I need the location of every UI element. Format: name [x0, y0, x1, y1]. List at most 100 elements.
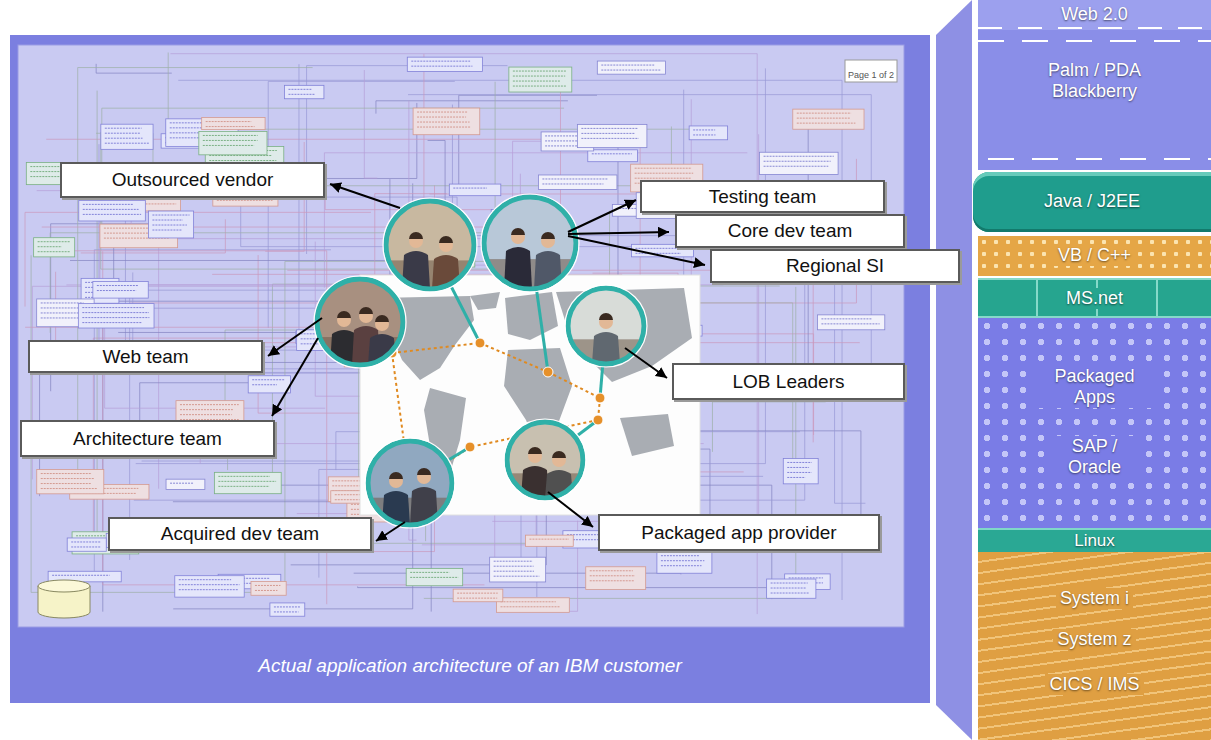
tiny-text-mark [41, 488, 98, 489]
system-box [79, 200, 146, 221]
system-box [214, 472, 281, 493]
person-hair [541, 232, 555, 239]
tiny-text-mark [494, 561, 533, 562]
person-hair [337, 311, 351, 318]
location-dot [593, 415, 603, 425]
tiny-text-mark [288, 89, 311, 90]
layer-name: System z [1053, 629, 1135, 650]
tiny-text-mark [38, 251, 71, 252]
tiny-text-mark [411, 61, 470, 62]
tiny-text-mark [494, 566, 534, 567]
team-photo [484, 197, 576, 305]
person-hair [375, 315, 389, 322]
photo-ring-outer [314, 276, 406, 368]
team-label-box: Architecture team [20, 420, 275, 457]
tiny-text-mark [52, 575, 110, 576]
team-label: Acquired dev team [161, 523, 319, 545]
tiny-text-mark [764, 156, 834, 157]
system-box [793, 109, 864, 129]
tiny-text-mark [252, 379, 284, 380]
architecture-panel [18, 45, 904, 627]
tiny-text-mark [252, 384, 277, 385]
team-label-box: Regional SI [710, 249, 960, 283]
tiny-text-mark [105, 133, 141, 134]
team-label: Testing team [709, 186, 817, 208]
tiny-text-mark [124, 198, 171, 199]
system-box [101, 124, 153, 149]
tiny-text-mark [255, 585, 280, 586]
tiny-text-mark [217, 200, 273, 201]
page-number-area: Page 1 of 2 [847, 64, 895, 82]
system-box [509, 67, 572, 92]
system-box [202, 118, 265, 130]
tiny-text-mark [255, 590, 277, 591]
person-hair [528, 447, 542, 454]
system-box [449, 184, 500, 196]
person-hair [552, 451, 566, 458]
tiny-text-mark [635, 168, 692, 169]
photo-ground [317, 279, 403, 365]
person-hair [389, 472, 403, 479]
tiny-text-mark [787, 472, 811, 473]
tiny-text-mark [635, 253, 680, 254]
tiny-text-mark [771, 588, 807, 589]
location-dot [465, 442, 475, 452]
wire-line [712, 402, 825, 452]
team-label-box: Outsourced vendor [60, 162, 325, 198]
system-box [817, 315, 884, 330]
page-box [845, 60, 897, 82]
system-box [538, 175, 617, 189]
wire-line [358, 586, 797, 587]
network-link [548, 372, 600, 398]
tiny-text-mark [513, 81, 561, 82]
team-label: Web team [102, 346, 188, 368]
tiny-text-mark [581, 138, 638, 139]
system-box [689, 126, 727, 140]
tiny-text-mark [38, 246, 62, 247]
tiny-text-mark [661, 565, 702, 566]
system-box [413, 108, 480, 135]
tiny-text-mark [41, 483, 91, 484]
tiny-text-mark [41, 473, 92, 474]
tiny-text-mark [590, 570, 633, 571]
tiny-text-mark [41, 302, 84, 303]
layer-name: VB / C++ [1054, 245, 1135, 266]
system-box [586, 567, 646, 590]
system-box [175, 576, 244, 597]
tiny-text-mark [787, 467, 809, 468]
team-label-box: LOB Leaders [672, 363, 905, 400]
tiny-text-mark [180, 404, 239, 405]
layer-name: Packaged Apps [1036, 366, 1154, 408]
team-label-box: Acquired dev team [108, 517, 372, 551]
leader-arrow [568, 200, 636, 232]
photo-ring-outer [504, 419, 586, 501]
tiny-text-mark [180, 414, 232, 415]
tiny-text-mark [693, 129, 715, 130]
tiny-text-mark [494, 571, 534, 572]
tiny-text-mark [417, 112, 468, 113]
tiny-text-mark [288, 94, 314, 95]
tiny-text-mark [797, 118, 850, 119]
caption-area: Actual application architecture of an IB… [10, 655, 930, 677]
system-box [453, 589, 503, 602]
tiny-text-mark [83, 204, 133, 205]
tiny-text-mark [218, 476, 270, 477]
tiny-text-mark [542, 178, 608, 179]
wire-line [364, 70, 377, 178]
tiny-text-mark [601, 70, 661, 71]
layer-name: Linux [1070, 531, 1119, 551]
team-photo [317, 279, 403, 380]
tiny-text-mark [152, 215, 189, 216]
caption: Actual application architecture of an IB… [258, 655, 681, 676]
leader-arrow [568, 232, 669, 234]
continent-shape [620, 414, 674, 456]
tiny-text-mark [83, 214, 141, 215]
tiny-text-mark [513, 71, 567, 72]
leader-arrow [268, 318, 322, 356]
team-label: Regional SI [786, 255, 884, 277]
technology-layer: Web 2.0 [978, 0, 1211, 30]
tiny-text-mark [170, 483, 194, 484]
tiny-text-mark [635, 173, 694, 174]
tiny-text-mark [417, 117, 466, 118]
team-label: Architecture team [73, 428, 222, 450]
